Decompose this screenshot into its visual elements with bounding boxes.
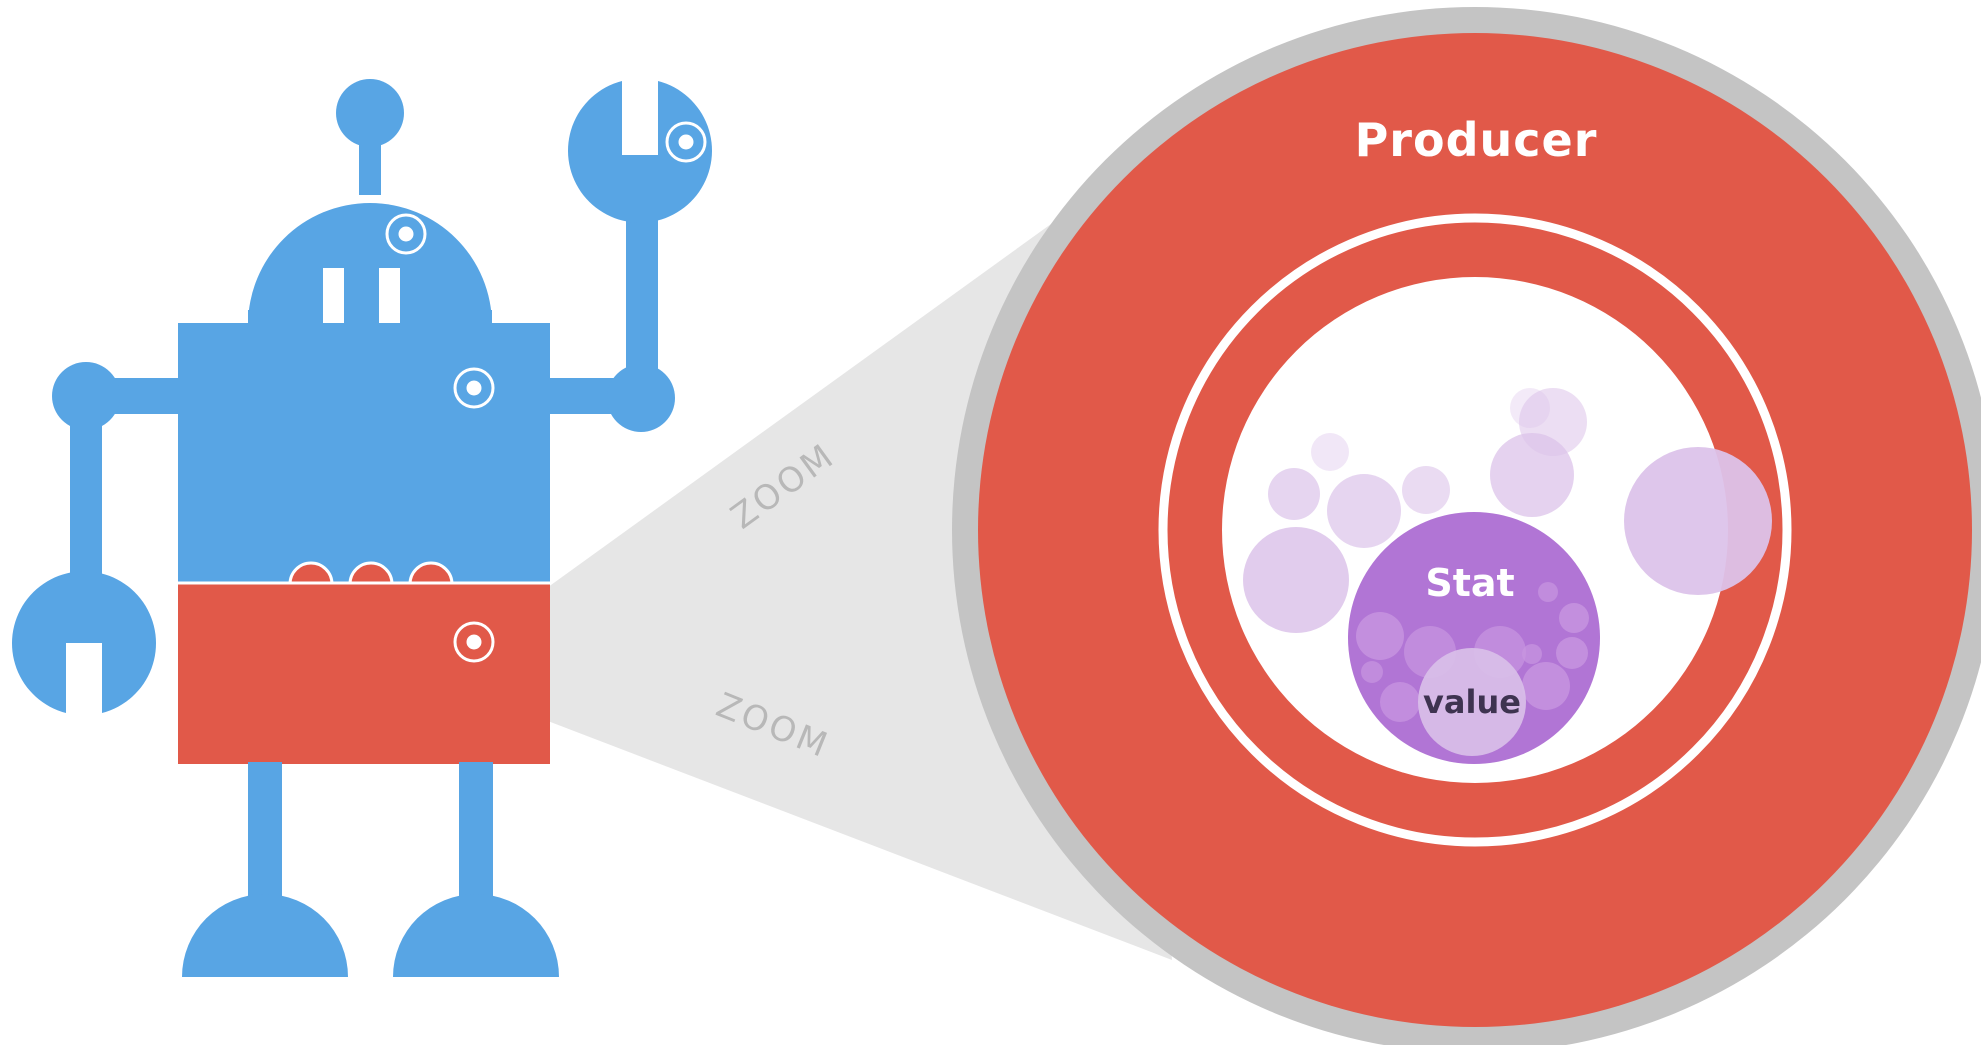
producer-label: Producer — [1355, 113, 1598, 167]
robot-eye-left — [323, 268, 344, 324]
robot-chest-panel — [178, 584, 550, 764]
right-wrench — [568, 81, 712, 223]
robot-illustration — [11, 79, 712, 977]
bolt-ring-icon — [453, 367, 495, 409]
robot-foot-right — [393, 894, 559, 977]
robot-head — [248, 203, 492, 325]
antenna-stem — [359, 140, 381, 195]
robot-leg-left — [248, 762, 282, 902]
zoom-lens: Producer S — [952, 7, 1981, 1045]
producer-inner-ring — [1158, 213, 1792, 847]
value-bubble — [1418, 648, 1526, 756]
torso-seam-bumps — [288, 561, 454, 585]
bolt-ring-icon — [665, 121, 707, 163]
robot-foot-left — [182, 894, 348, 977]
robot-torso — [178, 323, 550, 583]
bubble-cluster — [1243, 388, 1772, 633]
value-label: value — [1423, 683, 1521, 721]
robot-leg-right — [459, 762, 493, 902]
stat-label: Stat — [1425, 561, 1514, 605]
bolt-ring-icon — [453, 621, 495, 663]
robot-eye-right — [379, 268, 400, 324]
bolt-ring-icon — [385, 213, 427, 255]
left-wrench — [11, 571, 157, 713]
antenna-ball — [336, 79, 404, 147]
